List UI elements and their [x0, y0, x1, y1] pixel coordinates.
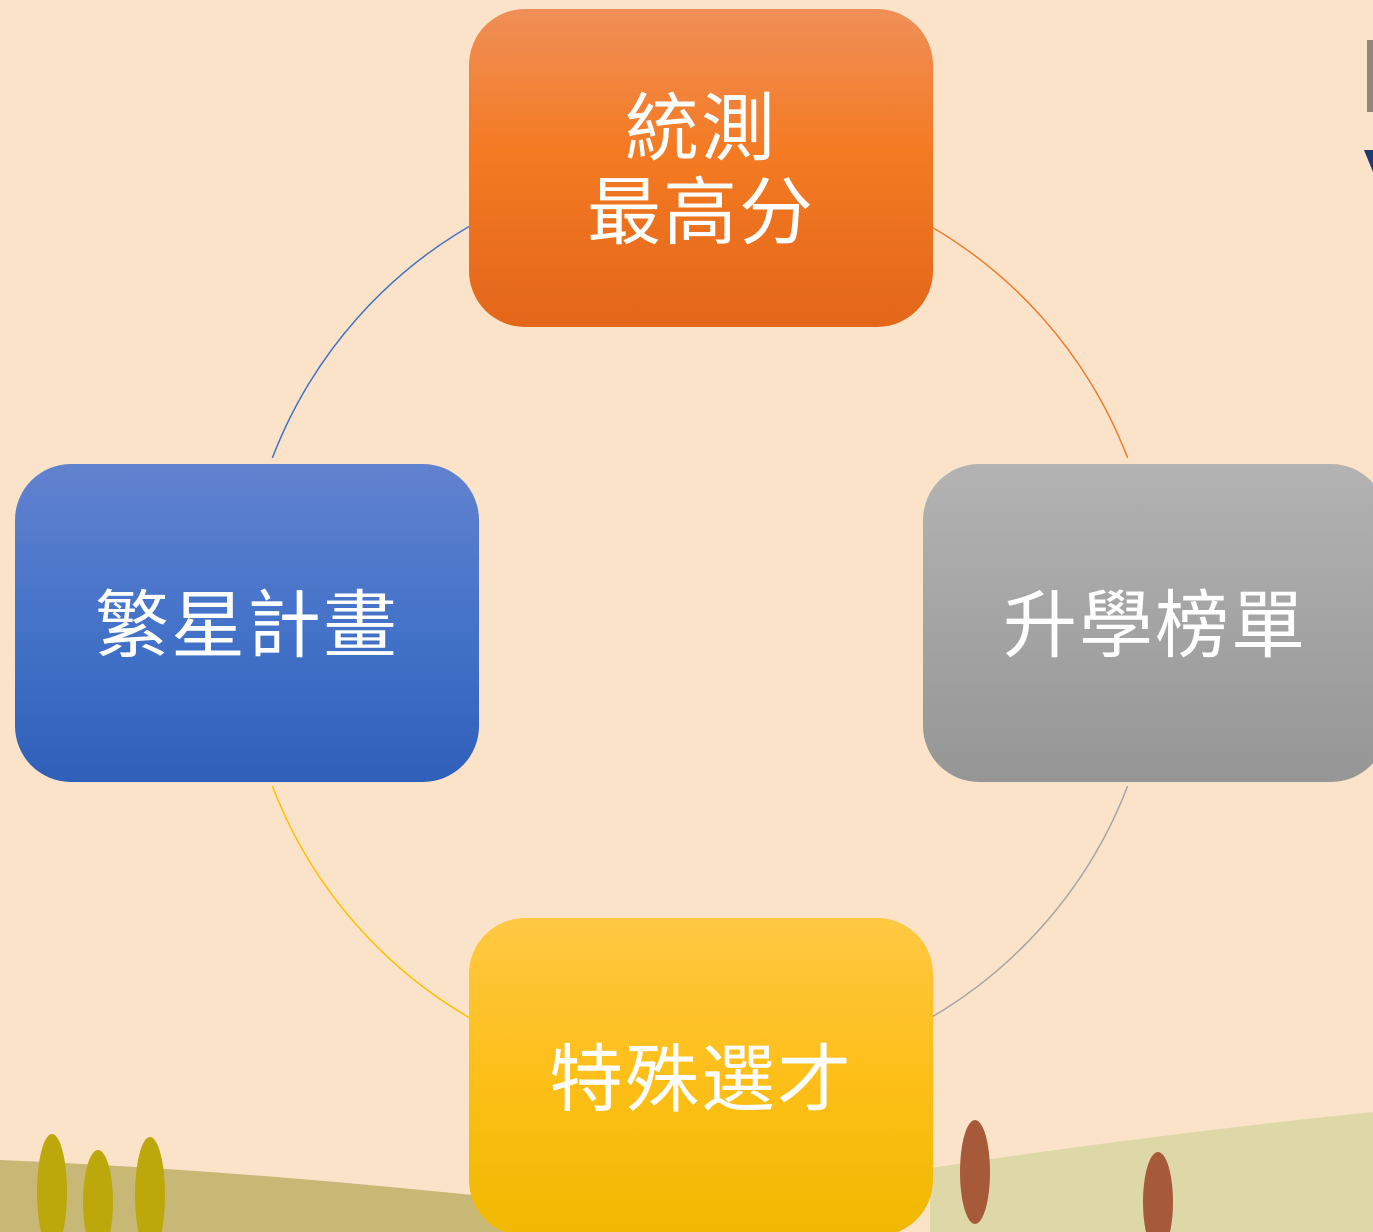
- ground-hill-left: [0, 1160, 520, 1232]
- tree-brown-2: [1143, 1152, 1173, 1232]
- node-top: 統測 最高分: [469, 9, 933, 327]
- node-left-label: 繁星計畫: [95, 582, 399, 669]
- node-right: 升學榜單: [923, 464, 1373, 782]
- tree-brown-1: [960, 1120, 990, 1224]
- connector-arcs: [271, 216, 1129, 1028]
- node-bottom-label: 特殊選才: [549, 1036, 853, 1123]
- tree-olive-1: [37, 1134, 67, 1232]
- tree-olive-3: [135, 1137, 165, 1232]
- node-right-label: 升學榜單: [1003, 582, 1307, 669]
- tree-olive-2: [83, 1150, 113, 1232]
- connector-right-bottom: [914, 785, 1129, 1028]
- connector-bottom-left: [271, 785, 486, 1028]
- connector-left-top: [271, 216, 486, 459]
- node-left: 繁星計畫: [15, 464, 479, 782]
- corner-chevron-icon: [1364, 150, 1373, 172]
- node-top-label: 統測 最高分: [587, 85, 815, 256]
- corner-glyph-fragment: [1367, 40, 1373, 112]
- node-bottom: 特殊選才: [469, 918, 933, 1232]
- connector-top-right: [914, 216, 1129, 459]
